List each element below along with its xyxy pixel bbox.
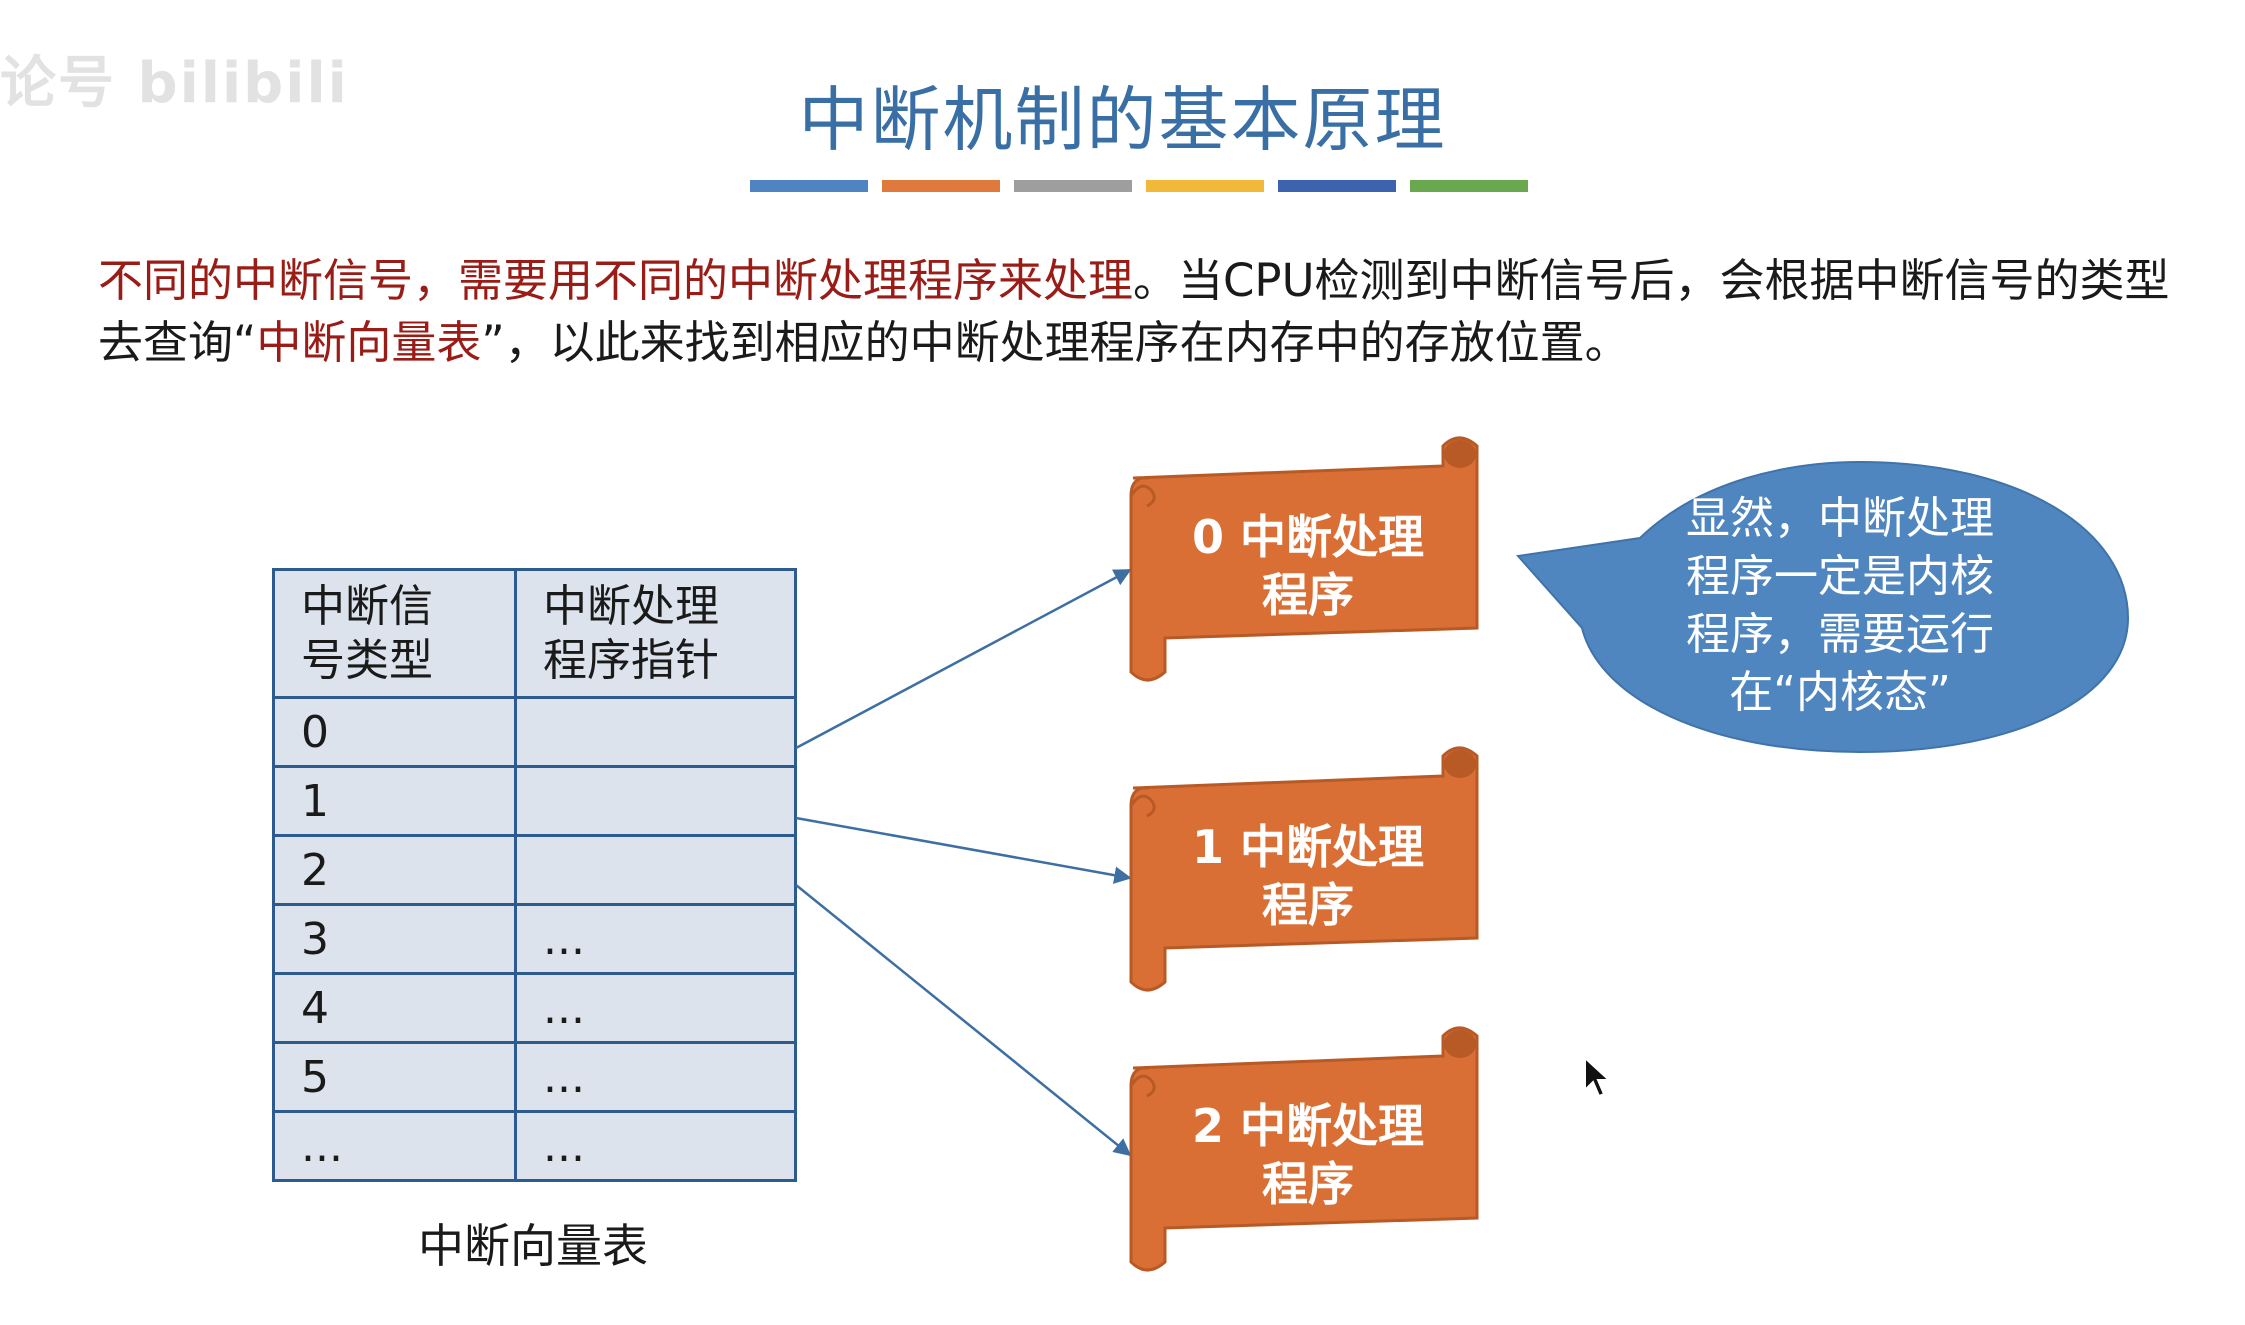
handler-pointer-cell: ... bbox=[514, 903, 797, 975]
header-handler-pointer-l1: 中断处理 bbox=[543, 580, 719, 632]
header-signal-type-l1: 中断信 bbox=[301, 580, 433, 632]
handler-pointer-cell bbox=[514, 834, 797, 906]
handler-label-0-l1: 0 中断处理 bbox=[1191, 510, 1425, 564]
handler-label-0: 0 中断处理 程序 bbox=[1138, 508, 1478, 624]
watermark: 论号 bilibili bbox=[0, 51, 349, 116]
pointer-arrow-1 bbox=[795, 816, 1132, 884]
signal-type-cell: 5 bbox=[272, 1041, 517, 1113]
slide-title: 中断机制的基本原理 bbox=[798, 79, 1447, 161]
handler-pointer-cell: ... bbox=[514, 1041, 797, 1113]
table-header-row: 中断信号类型 中断处理程序指针 bbox=[272, 568, 797, 699]
signal-type-cell: 1 bbox=[272, 765, 517, 837]
header-signal-type-l2: 号类型 bbox=[301, 634, 433, 686]
intro-paragraph: 不同的中断信号，需要用不同的中断处理程序来处理。当CPU检测到中断信号后，会根据… bbox=[98, 250, 2198, 374]
title-underline-bar bbox=[750, 180, 868, 192]
scroll-left-roll bbox=[1129, 1074, 1156, 1098]
handler-label-1-l2: 程序 bbox=[1262, 878, 1354, 932]
signal-type-cell: ... bbox=[272, 1110, 517, 1182]
intro-highlight-2: 中断向量表 bbox=[256, 316, 482, 369]
handler-label-1: 1 中断处理 程序 bbox=[1138, 818, 1478, 934]
scroll-top-roll bbox=[1444, 750, 1476, 778]
scroll-body bbox=[1129, 436, 1479, 682]
intro-text-1: 。当CPU检测到中断信号后，会根据中断信号的类型去查询“ bbox=[98, 254, 2170, 369]
header-signal-type: 中断信号类型 bbox=[272, 568, 517, 699]
scroll-top-roll bbox=[1444, 1030, 1476, 1058]
table-row: 0 bbox=[272, 696, 797, 768]
table-row: 4... bbox=[272, 972, 797, 1044]
intro-highlight-1: 不同的中断信号，需要用不同的中断处理程序来处理 bbox=[98, 254, 1134, 307]
scroll-left-roll bbox=[1129, 484, 1156, 508]
handler-label-2: 2 中断处理 程序 bbox=[1138, 1097, 1478, 1213]
table-row: 2 bbox=[272, 834, 797, 906]
callout-line: 在“内核态” bbox=[1729, 667, 1951, 718]
callout-bubble bbox=[1516, 460, 2130, 754]
signal-type-cell: 2 bbox=[272, 834, 517, 906]
handler-label-0-l2: 程序 bbox=[1262, 568, 1354, 622]
handler-pointer-cell: ... bbox=[514, 1110, 797, 1182]
interrupt-vector-table: 中断信号类型 中断处理程序指针 0 1 2 3... 4... 5... ...… bbox=[272, 568, 797, 1182]
signal-type-cell: 0 bbox=[272, 696, 517, 768]
scroll-body bbox=[1129, 1026, 1479, 1272]
table-caption: 中断向量表 bbox=[418, 1219, 648, 1273]
handler-label-2-l1: 2 中断处理 bbox=[1191, 1099, 1425, 1153]
title-underline-bar bbox=[1278, 180, 1396, 192]
scroll-left-roll bbox=[1129, 794, 1156, 818]
callout-line: 程序，需要运行 bbox=[1686, 609, 1994, 660]
handler-pointer-cell: ... bbox=[514, 972, 797, 1044]
title-underline-bar bbox=[1146, 180, 1264, 192]
callout-line: 程序一定是内核 bbox=[1686, 551, 1994, 602]
table-row: 5... bbox=[272, 1041, 797, 1113]
handler-scroll-1 bbox=[1129, 746, 1479, 992]
handler-scroll-0 bbox=[1129, 436, 1479, 682]
signal-type-cell: 3 bbox=[272, 903, 517, 975]
handler-pointer-cell bbox=[514, 765, 797, 837]
callout-text: 显然，中断处理 程序一定是内核 程序，需要运行 在“内核态” bbox=[1620, 490, 2060, 722]
scroll-top-roll bbox=[1444, 440, 1476, 468]
title-underline-bar bbox=[1410, 180, 1528, 192]
intro-text-2: ”，以此来找到相应的中断处理程序在内存中的存放位置。 bbox=[481, 316, 1630, 369]
table-row: 3... bbox=[272, 903, 797, 975]
pointer-arrow-2 bbox=[795, 884, 1132, 1157]
handler-label-2-l2: 程序 bbox=[1262, 1157, 1354, 1211]
title-underline-bar bbox=[1014, 180, 1132, 192]
pointer-arrow-0 bbox=[795, 568, 1132, 750]
table-row: ...... bbox=[272, 1110, 797, 1182]
handler-scroll-2 bbox=[1129, 1026, 1479, 1272]
scroll-body bbox=[1129, 746, 1479, 992]
table-row: 1 bbox=[272, 765, 797, 837]
handler-pointer-cell bbox=[514, 696, 797, 768]
signal-type-cell: 4 bbox=[272, 972, 517, 1044]
handler-label-1-l1: 1 中断处理 bbox=[1191, 820, 1425, 874]
header-handler-pointer: 中断处理程序指针 bbox=[514, 568, 797, 699]
callout-line: 显然，中断处理 bbox=[1686, 493, 1994, 544]
mouse-pointer-icon bbox=[1584, 1056, 1612, 1098]
title-underline-bar bbox=[882, 180, 1000, 192]
header-handler-pointer-l2: 程序指针 bbox=[543, 634, 719, 686]
